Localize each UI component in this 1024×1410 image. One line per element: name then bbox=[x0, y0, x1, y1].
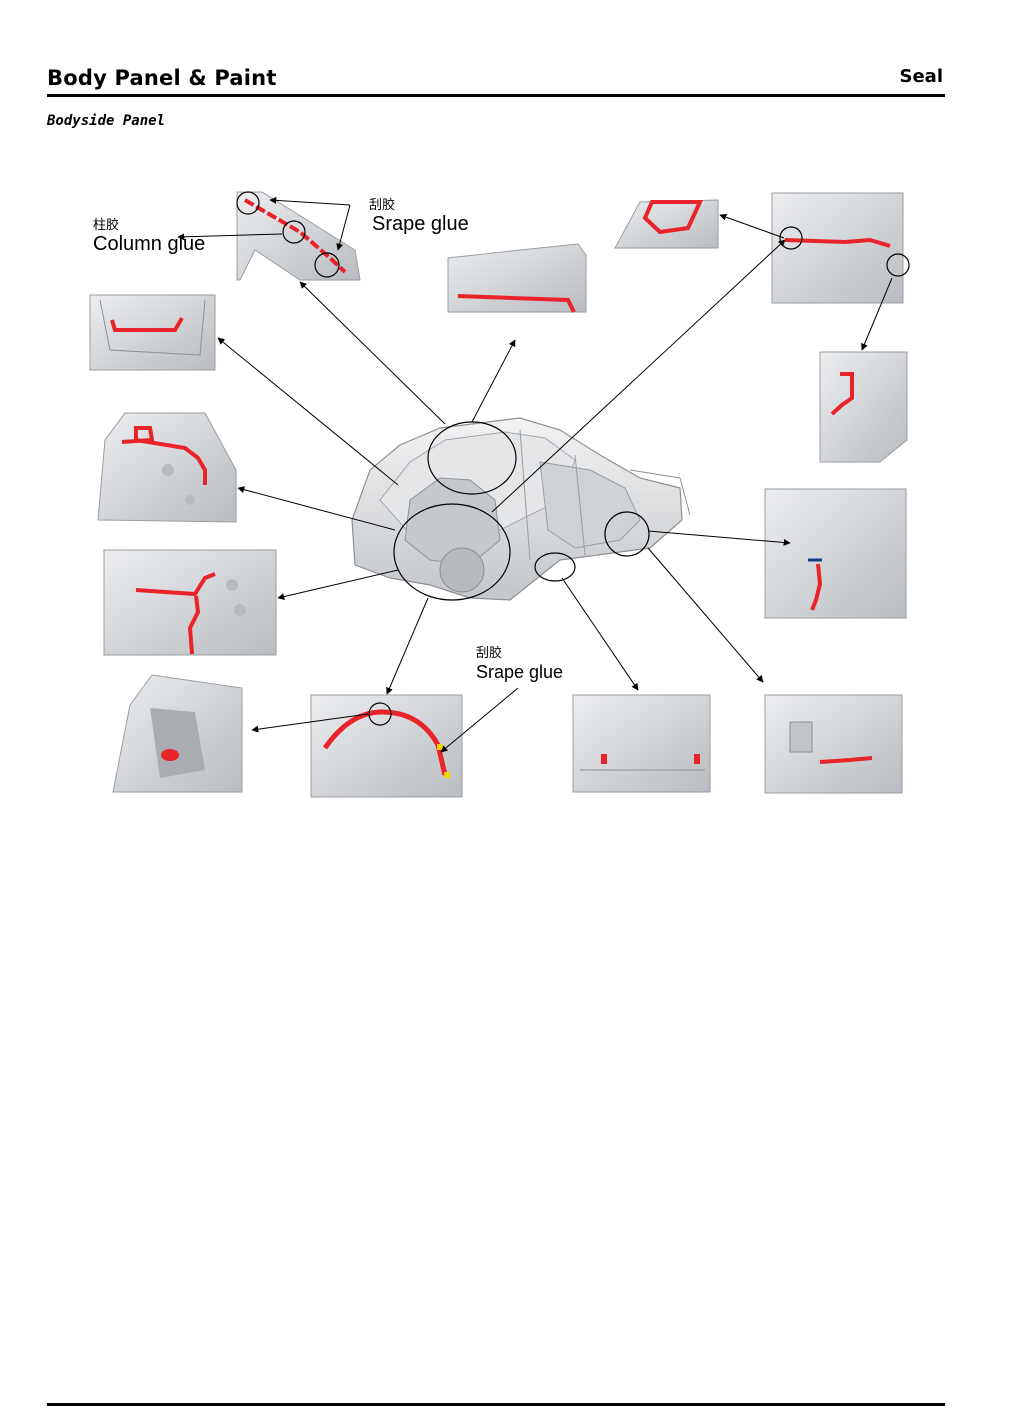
page-title: Body Panel & Paint bbox=[47, 66, 277, 90]
detail-roof-rail bbox=[447, 243, 587, 313]
callout-scrape-glue-bottom-en: Srape glue bbox=[476, 662, 564, 682]
detail-wheel-arch bbox=[310, 694, 463, 798]
callout-scrape-glue-bottom: 刮胶 Srape glue bbox=[476, 646, 563, 683]
detail-pillar-top-left bbox=[236, 191, 361, 281]
detail-circles bbox=[393, 421, 650, 601]
detail-front-pillar bbox=[764, 488, 907, 619]
callout-column-glue-cn: 柱胶 bbox=[93, 218, 120, 233]
callout-column-glue: 柱胶 Column glue bbox=[93, 218, 205, 255]
detail-b-pillar-lower bbox=[819, 351, 908, 463]
car-body-illustration bbox=[351, 417, 691, 601]
detail-trunk-well bbox=[112, 674, 243, 793]
callout-scrape-glue-top-cn: 刮胶 bbox=[369, 198, 396, 213]
callout-scrape-glue-bottom-cn: 刮胶 bbox=[476, 646, 503, 661]
detail-floor-sill bbox=[771, 192, 910, 304]
detail-inner-quarter-lower bbox=[103, 549, 277, 656]
page-subtitle: Bodyside Panel bbox=[47, 113, 166, 129]
callout-scrape-glue-top-en: Srape glue bbox=[372, 213, 469, 235]
footer-rule bbox=[47, 1403, 945, 1406]
section-label: Seal bbox=[899, 66, 944, 87]
detail-inner-quarter-upper bbox=[97, 412, 237, 523]
detail-rocker bbox=[572, 694, 711, 793]
leader-lines bbox=[177, 196, 893, 753]
detail-door-frame bbox=[614, 199, 719, 249]
header-rule bbox=[47, 94, 945, 97]
detail-a-pillar-lower bbox=[764, 694, 903, 794]
detail-rear-opening bbox=[89, 294, 216, 371]
callout-column-glue-en: Column glue bbox=[93, 233, 206, 255]
callout-scrape-glue-top: 刮胶 Srape glue bbox=[369, 198, 469, 235]
